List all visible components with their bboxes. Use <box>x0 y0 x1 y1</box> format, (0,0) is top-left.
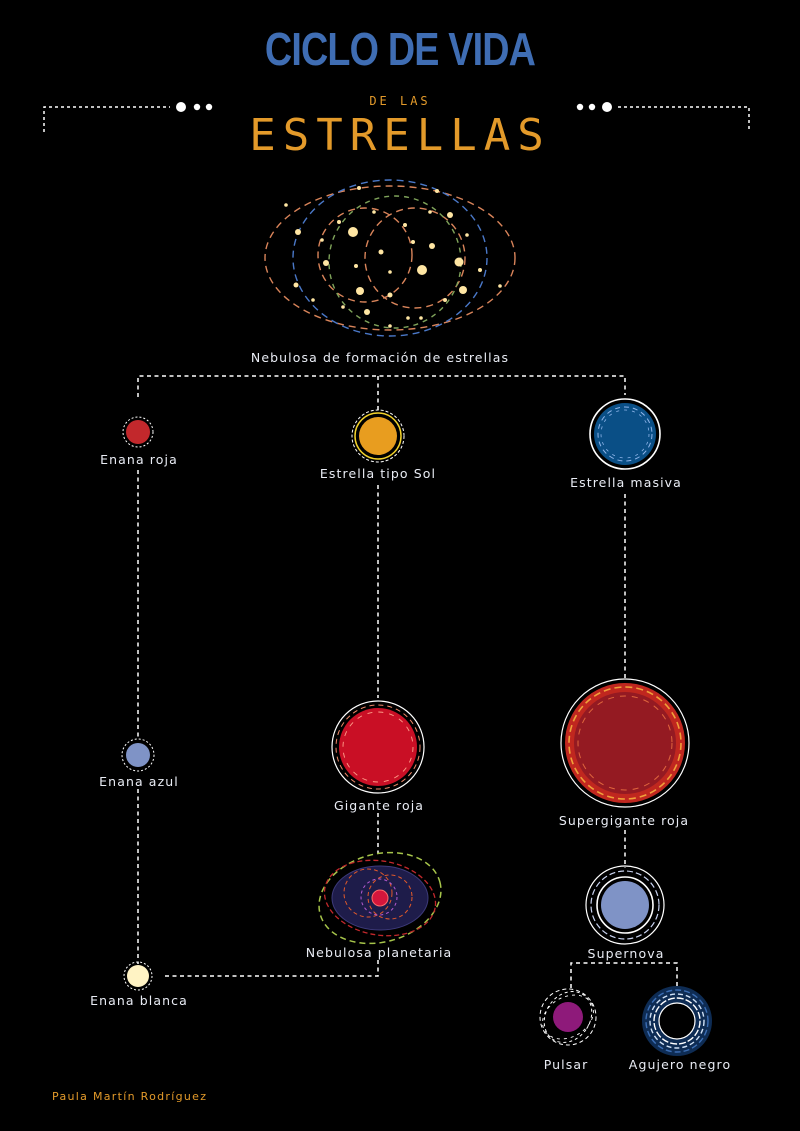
black-hole-icon <box>642 986 712 1056</box>
label-red-giant: Gigante roja <box>333 798 425 813</box>
planetary-nebula-icon <box>318 851 442 945</box>
pulsar-icon <box>539 988 597 1046</box>
connector-lines <box>137 375 678 988</box>
author-credit: Paula Martín Rodríguez <box>52 1090 208 1103</box>
label-red-dwarf: Enana roja <box>100 452 178 467</box>
red-giant-icon <box>331 700 425 794</box>
sun-like-star-icon <box>351 409 405 463</box>
massive-star-icon <box>589 398 661 470</box>
red-dwarf-icon <box>122 416 154 448</box>
nebula-stars <box>284 186 502 328</box>
label-massive-star: Estrella masiva <box>570 475 682 490</box>
label-black-hole: Agujero negro <box>628 1057 732 1072</box>
supernova-icon <box>585 865 665 945</box>
label-blue-dwarf: Enana azul <box>99 774 179 789</box>
blue-dwarf-icon <box>121 738 155 772</box>
white-dwarf-icon <box>123 961 153 991</box>
label-white-dwarf: Enana blanca <box>90 993 188 1008</box>
title-line-1: CICLO DE VIDA <box>264 23 536 75</box>
header-decoration-left <box>43 106 170 132</box>
nebula-icon <box>264 179 516 337</box>
label-red-supergiant: Supergigante roja <box>558 813 690 828</box>
red-supergiant-icon <box>560 678 690 808</box>
label-nebula: Nebulosa de formación de estrellas <box>250 350 510 365</box>
header-decoration-right-dots <box>576 102 612 112</box>
header-decoration-right <box>618 106 750 132</box>
title-line-2: DE LAS <box>369 94 431 108</box>
title-line-3: ESTRELLAS <box>249 110 551 161</box>
header-decoration-left-dots <box>176 102 213 112</box>
label-pulsar: Pulsar <box>543 1057 589 1072</box>
label-planetary-nebula: Nebulosa planetaria <box>305 945 453 960</box>
label-supernova: Supernova <box>587 946 665 961</box>
label-sun-like-star: Estrella tipo Sol <box>319 466 437 481</box>
